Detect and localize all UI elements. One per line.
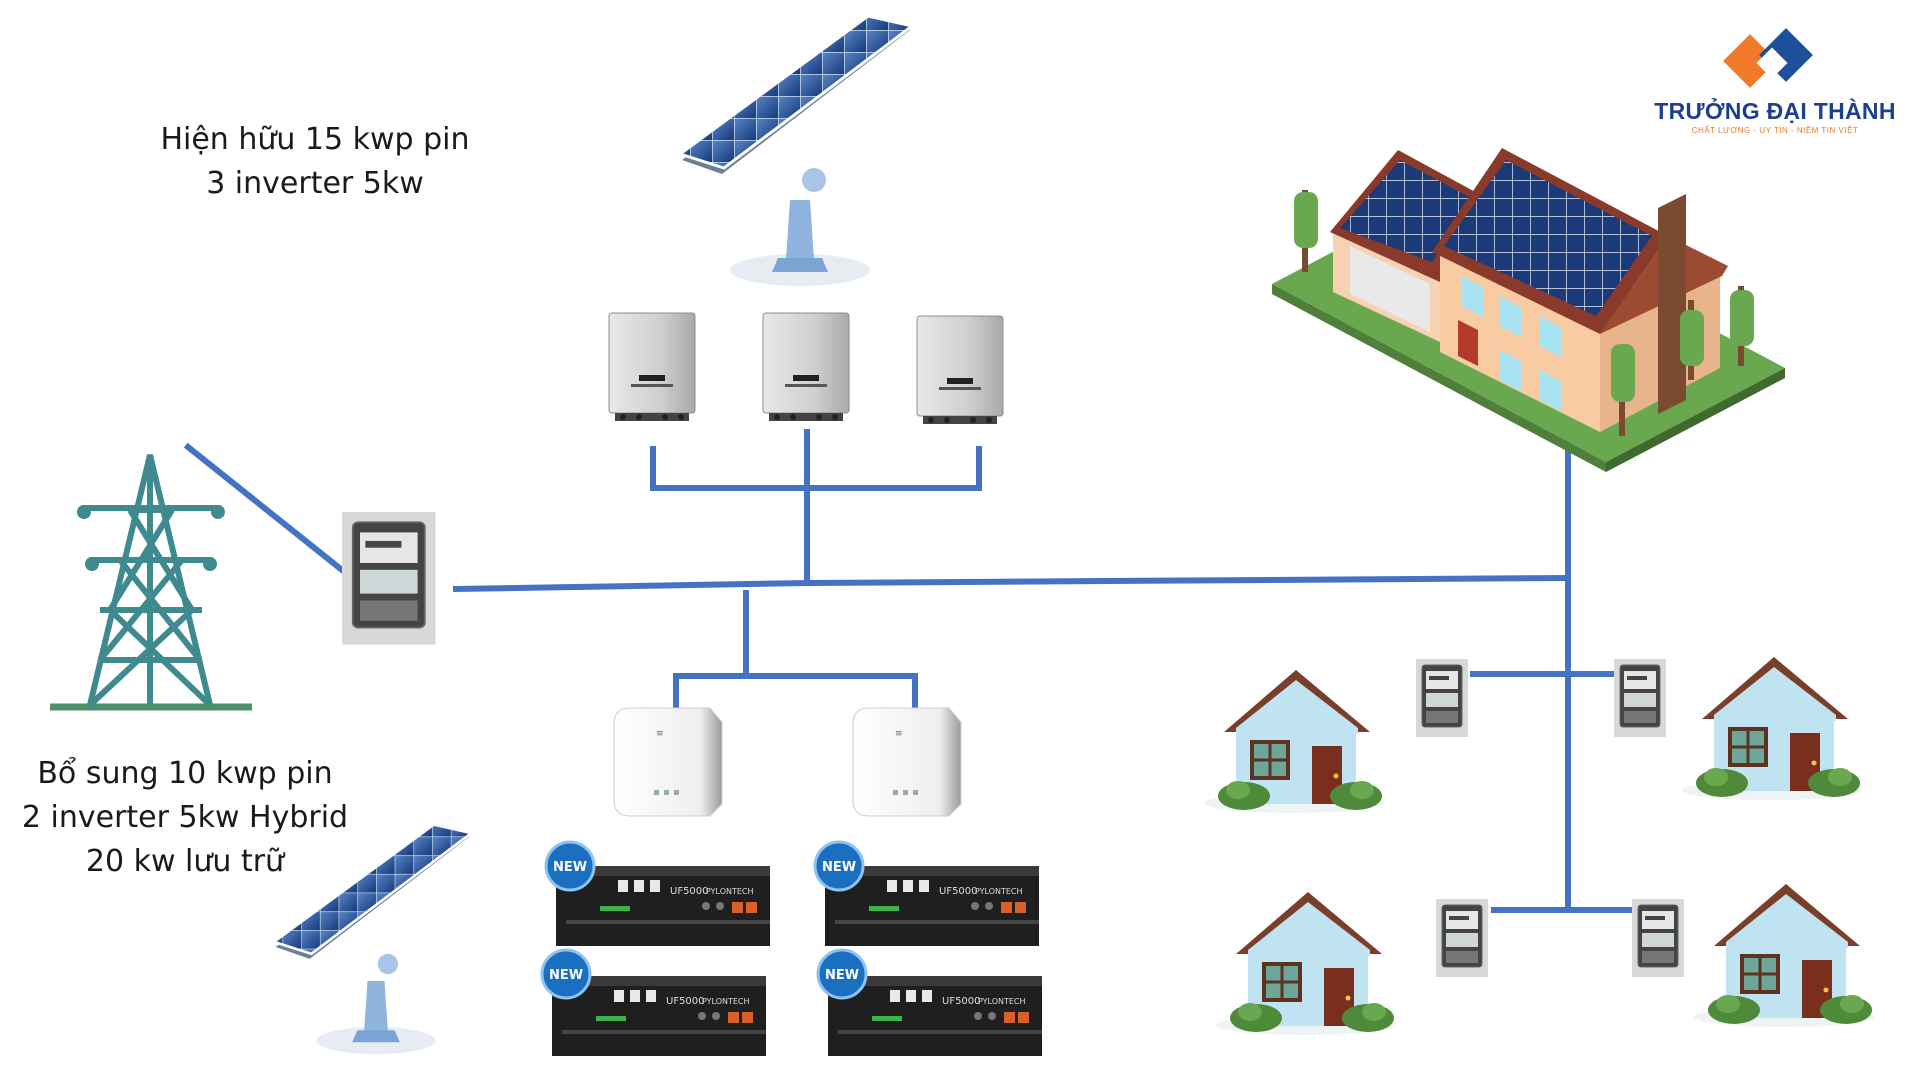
logo-name: TRƯỞNG ĐẠI THÀNH xyxy=(1654,98,1896,124)
new-badge-label: NEW xyxy=(822,860,856,875)
wire-main-bus xyxy=(452,574,1572,593)
added-caption-line-2: 2 inverter 5kw Hybrid xyxy=(21,800,349,835)
transmission-tower-icon xyxy=(50,454,252,711)
company-logo: TRƯỞNG ĐẠI THÀNH CHẤT LƯỢNG - UY TÍN - N… xyxy=(1640,26,1910,146)
string-inverter-1-icon xyxy=(608,312,696,422)
existing-system-caption: Hiện hữu 15 kwp pin 3 inverter 5kw xyxy=(150,118,480,206)
wire-tower-to-meter xyxy=(183,442,347,575)
branch-meter-3-icon xyxy=(1435,898,1489,978)
existing-caption-line-2: 3 inverter 5kw xyxy=(206,166,424,201)
branch-meter-4-icon xyxy=(1631,898,1685,978)
battery-brand-label: PYLONTECH xyxy=(706,887,754,896)
small-house-4-icon xyxy=(1692,882,1876,1029)
string-inverter-2-icon xyxy=(762,312,850,422)
battery-model-label: UF5000 xyxy=(939,886,978,897)
battery-1: UF5000 PYLONTECH NEW xyxy=(544,840,770,946)
main-meter-icon xyxy=(341,511,437,646)
branch-meter-1-icon xyxy=(1415,658,1469,738)
logo-mark-icon xyxy=(1723,28,1813,88)
wire-inverter-bus xyxy=(650,429,982,586)
wiring xyxy=(183,429,1654,913)
new-badge: NEW xyxy=(813,840,865,892)
new-badge: NEW xyxy=(540,948,592,1000)
small-house-3-icon xyxy=(1214,890,1398,1037)
battery-3: UF5000 PYLONTECH NEW xyxy=(540,948,766,1056)
new-badge-label: NEW xyxy=(825,968,859,983)
branch-meter-2-icon xyxy=(1613,658,1667,738)
battery-model-label: UF5000 xyxy=(670,886,709,897)
small-house-2-icon xyxy=(1680,655,1864,802)
battery-model-label: UF5000 xyxy=(942,996,981,1007)
existing-solar-panel-icon xyxy=(678,14,914,288)
string-inverter-3-icon xyxy=(916,315,1004,425)
battery-brand-label: PYLONTECH xyxy=(975,887,1023,896)
hybrid-inverter-1-icon xyxy=(613,707,723,817)
small-house-1-icon xyxy=(1202,668,1386,815)
main-house-icon xyxy=(1272,148,1785,472)
hybrid-inverter-2-icon xyxy=(852,707,962,817)
battery-model-label: UF5000 xyxy=(666,996,705,1007)
new-badge-label: NEW xyxy=(553,860,587,875)
battery-2: UF5000 PYLONTECH NEW xyxy=(813,840,1039,946)
existing-caption-line-1: Hiện hữu 15 kwp pin xyxy=(160,122,470,157)
new-badge: NEW xyxy=(544,840,596,892)
added-caption-line-1: Bổ sung 10 kwp pin xyxy=(37,756,333,791)
new-badge-label: NEW xyxy=(549,968,583,983)
added-caption-line-3: 20 kw lưu trữ xyxy=(85,844,285,879)
added-system-caption: Bổ sung 10 kwp pin 2 inverter 5kw Hybrid… xyxy=(15,752,355,884)
battery-brand-label: PYLONTECH xyxy=(702,997,750,1006)
new-badge: NEW xyxy=(816,948,868,1000)
wire-hybrid-bus xyxy=(673,590,918,719)
battery-brand-label: PYLONTECH xyxy=(978,997,1026,1006)
battery-4: UF5000 PYLONTECH NEW xyxy=(816,948,1042,1056)
logo-slogan: CHẤT LƯỢNG - UY TÍN - NIỀM TIN VIỆT xyxy=(1691,126,1859,135)
